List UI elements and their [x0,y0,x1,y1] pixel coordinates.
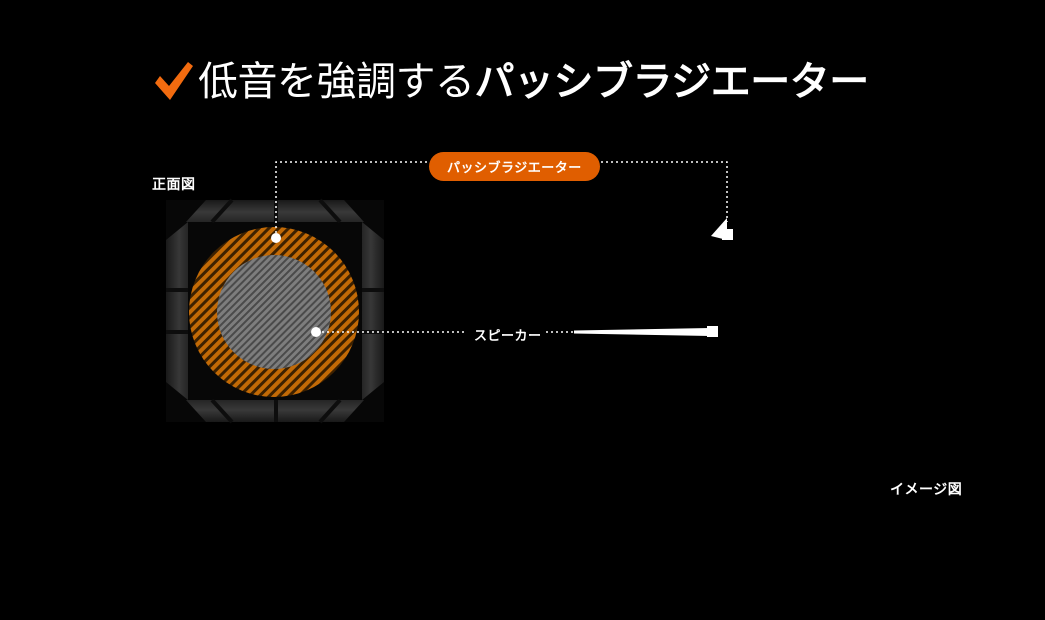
title-light-part: 低音を強調する [198,60,475,104]
passive-radiator-pointer [596,161,733,240]
pointer-square-handle [722,229,733,240]
front-view-label: 正面図 [152,176,196,192]
check-icon [150,59,196,105]
passive-radiator-leader [271,161,429,243]
speaker-label: スピーカー [474,328,542,343]
speaker-driver-cone [217,255,331,369]
page-title-text: 低音を強調するパッシブラジエーター [198,59,869,105]
passive-radiator-ring [189,227,359,397]
speaker-anchor-dot [311,327,321,337]
callout-badge-passive-radiator[interactable]: パッシブラジエーター [429,152,600,181]
speaker-pointer-line [574,328,710,336]
title-bold-part: パッシブラジエーター [474,60,870,104]
image-note-label: イメージ図 [890,481,963,497]
page-title: 低音を強調するパッシブラジエーター [150,52,869,112]
speaker-square-handle [707,326,718,337]
pointer-arrow-icon [711,218,727,240]
passive-radiator-anchor-dot [271,233,281,243]
speaker-cabinet [166,198,384,424]
